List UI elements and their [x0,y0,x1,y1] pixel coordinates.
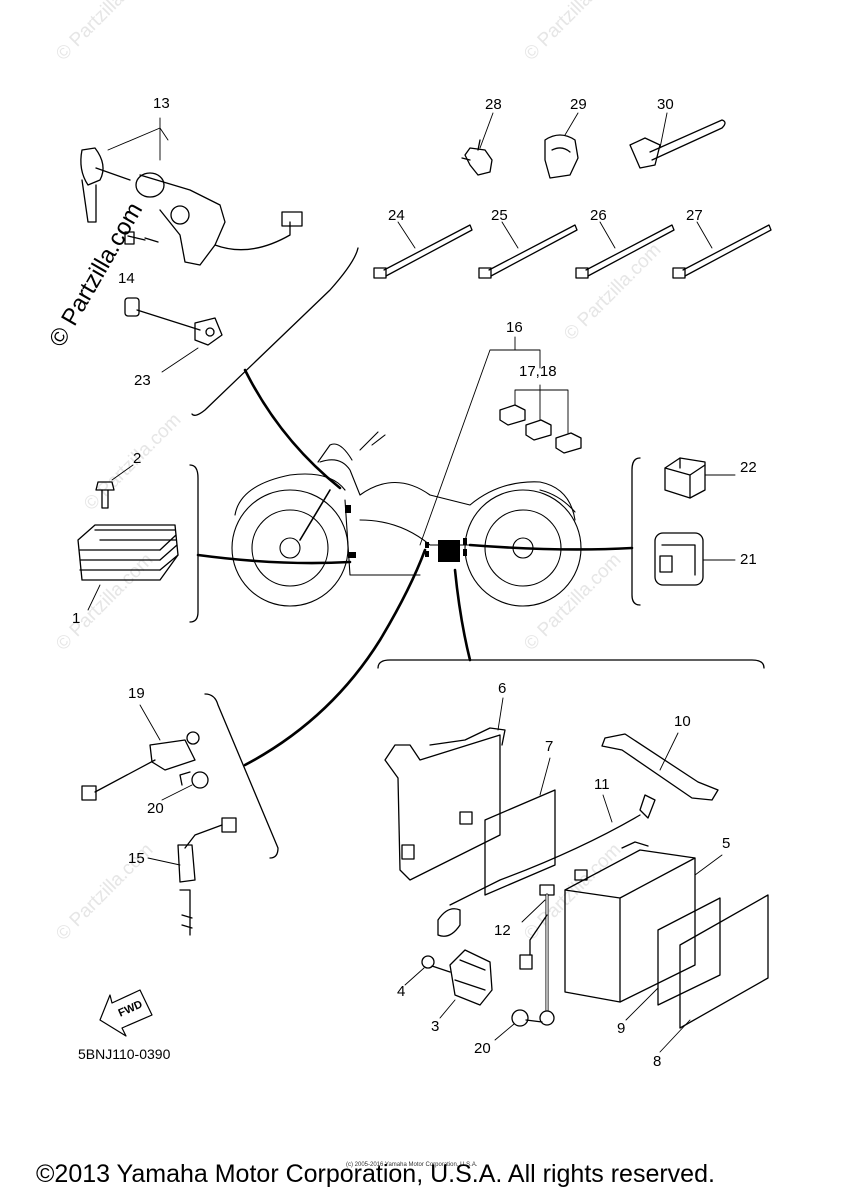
leader-20b [494,1023,515,1041]
leader-11 [602,794,613,823]
label-2: 2 [133,450,142,467]
label-15: 15 [128,850,145,867]
starter-relay-3 [449,949,493,1006]
leader-2 [111,464,134,481]
motorcycle-components [345,505,467,562]
label-25: 25 [491,207,508,224]
main-switch-13 [80,147,303,266]
leader-24 [397,221,416,249]
leader-16 [419,336,541,546]
bolt-20b [511,1009,543,1027]
label-11: 11 [594,776,610,793]
relay-21 [654,532,704,586]
leader-15 [147,857,181,866]
label-22: 22 [740,459,757,476]
copyright-footer: ©2013 Yamaha Motor Corporation, U.S.A. A… [36,1160,715,1188]
leader-27 [696,221,713,249]
leader-25 [501,221,519,249]
label-17-18: 17,18 [519,363,557,380]
label-8: 8 [653,1053,662,1070]
label-27: 27 [686,207,703,224]
cable-11 [437,794,656,937]
band-30 [629,119,726,169]
clamp-29 [544,134,579,179]
label-9: 9 [617,1020,626,1037]
fwd-arrow-icon [99,989,153,1037]
rectifier-1 [77,524,179,581]
label-1: 1 [72,610,81,627]
motorcycle-outline [231,431,582,607]
leader-1 [87,584,101,611]
leader-8 [659,1019,691,1053]
leader-4 [404,967,425,986]
band-10 [601,733,719,801]
label-14: 14 [118,270,135,287]
fuses-17-18 [499,404,582,454]
cable-tie-27 [672,224,772,279]
label-16: 16 [506,319,523,336]
leader-23 [161,347,199,373]
cable-tie-25 [478,224,578,279]
battery-box-6 [384,727,506,881]
leader-28 [479,112,494,149]
plug-15 [177,817,237,936]
leader-10 [659,732,679,771]
label-6: 6 [498,680,507,697]
label-13: 13 [153,95,170,112]
label-28: 28 [485,96,502,113]
label-10: 10 [674,713,691,730]
leader-13 [107,117,169,161]
leader-30 [659,112,668,149]
leader-12 [521,899,546,923]
battery-5 [564,841,696,1003]
label-20-right: 20 [474,1040,491,1057]
leader-29 [564,112,579,136]
clamp-28 [461,139,493,176]
bolt-2 [95,481,115,509]
leader-7 [539,757,551,796]
pad-9 [657,897,721,1006]
label-5: 5 [722,835,731,852]
section-brackets [189,247,765,859]
diagram-code: 5BNJ110-0390 [78,1046,171,1062]
label-19: 19 [128,685,145,702]
label-23: 23 [134,372,151,389]
leader-6 [497,697,504,731]
label-12: 12 [494,922,511,939]
cable-tie-24 [373,224,473,279]
pad-8 [679,894,769,1029]
leader-5 [694,854,723,876]
small-copyright: (c) 2005-2016 Yamaha Motor Corporation, … [346,1162,478,1168]
leader-9 [625,987,659,1021]
label-3: 3 [431,1018,440,1035]
cable-tie-26 [575,224,675,279]
relay-22 [664,457,706,499]
screw-20a [179,771,209,789]
label-21: 21 [740,551,757,568]
sensor-23 [124,297,223,346]
plate-7 [484,789,556,896]
label-4: 4 [397,983,406,1000]
switch-19 [81,731,200,801]
leader-3 [439,999,456,1019]
bolt-4 [421,955,451,973]
leader-26 [599,221,616,249]
leader-17-18 [514,384,569,434]
label-30: 30 [657,96,674,113]
label-29: 29 [570,96,587,113]
leader-20a [161,784,193,801]
label-7: 7 [545,738,554,755]
group-connector-lines [196,368,634,767]
label-26: 26 [590,207,607,224]
lead-12 [519,884,555,1026]
leader-19 [139,704,161,741]
label-24: 24 [388,207,405,224]
label-20-left: 20 [147,800,164,817]
